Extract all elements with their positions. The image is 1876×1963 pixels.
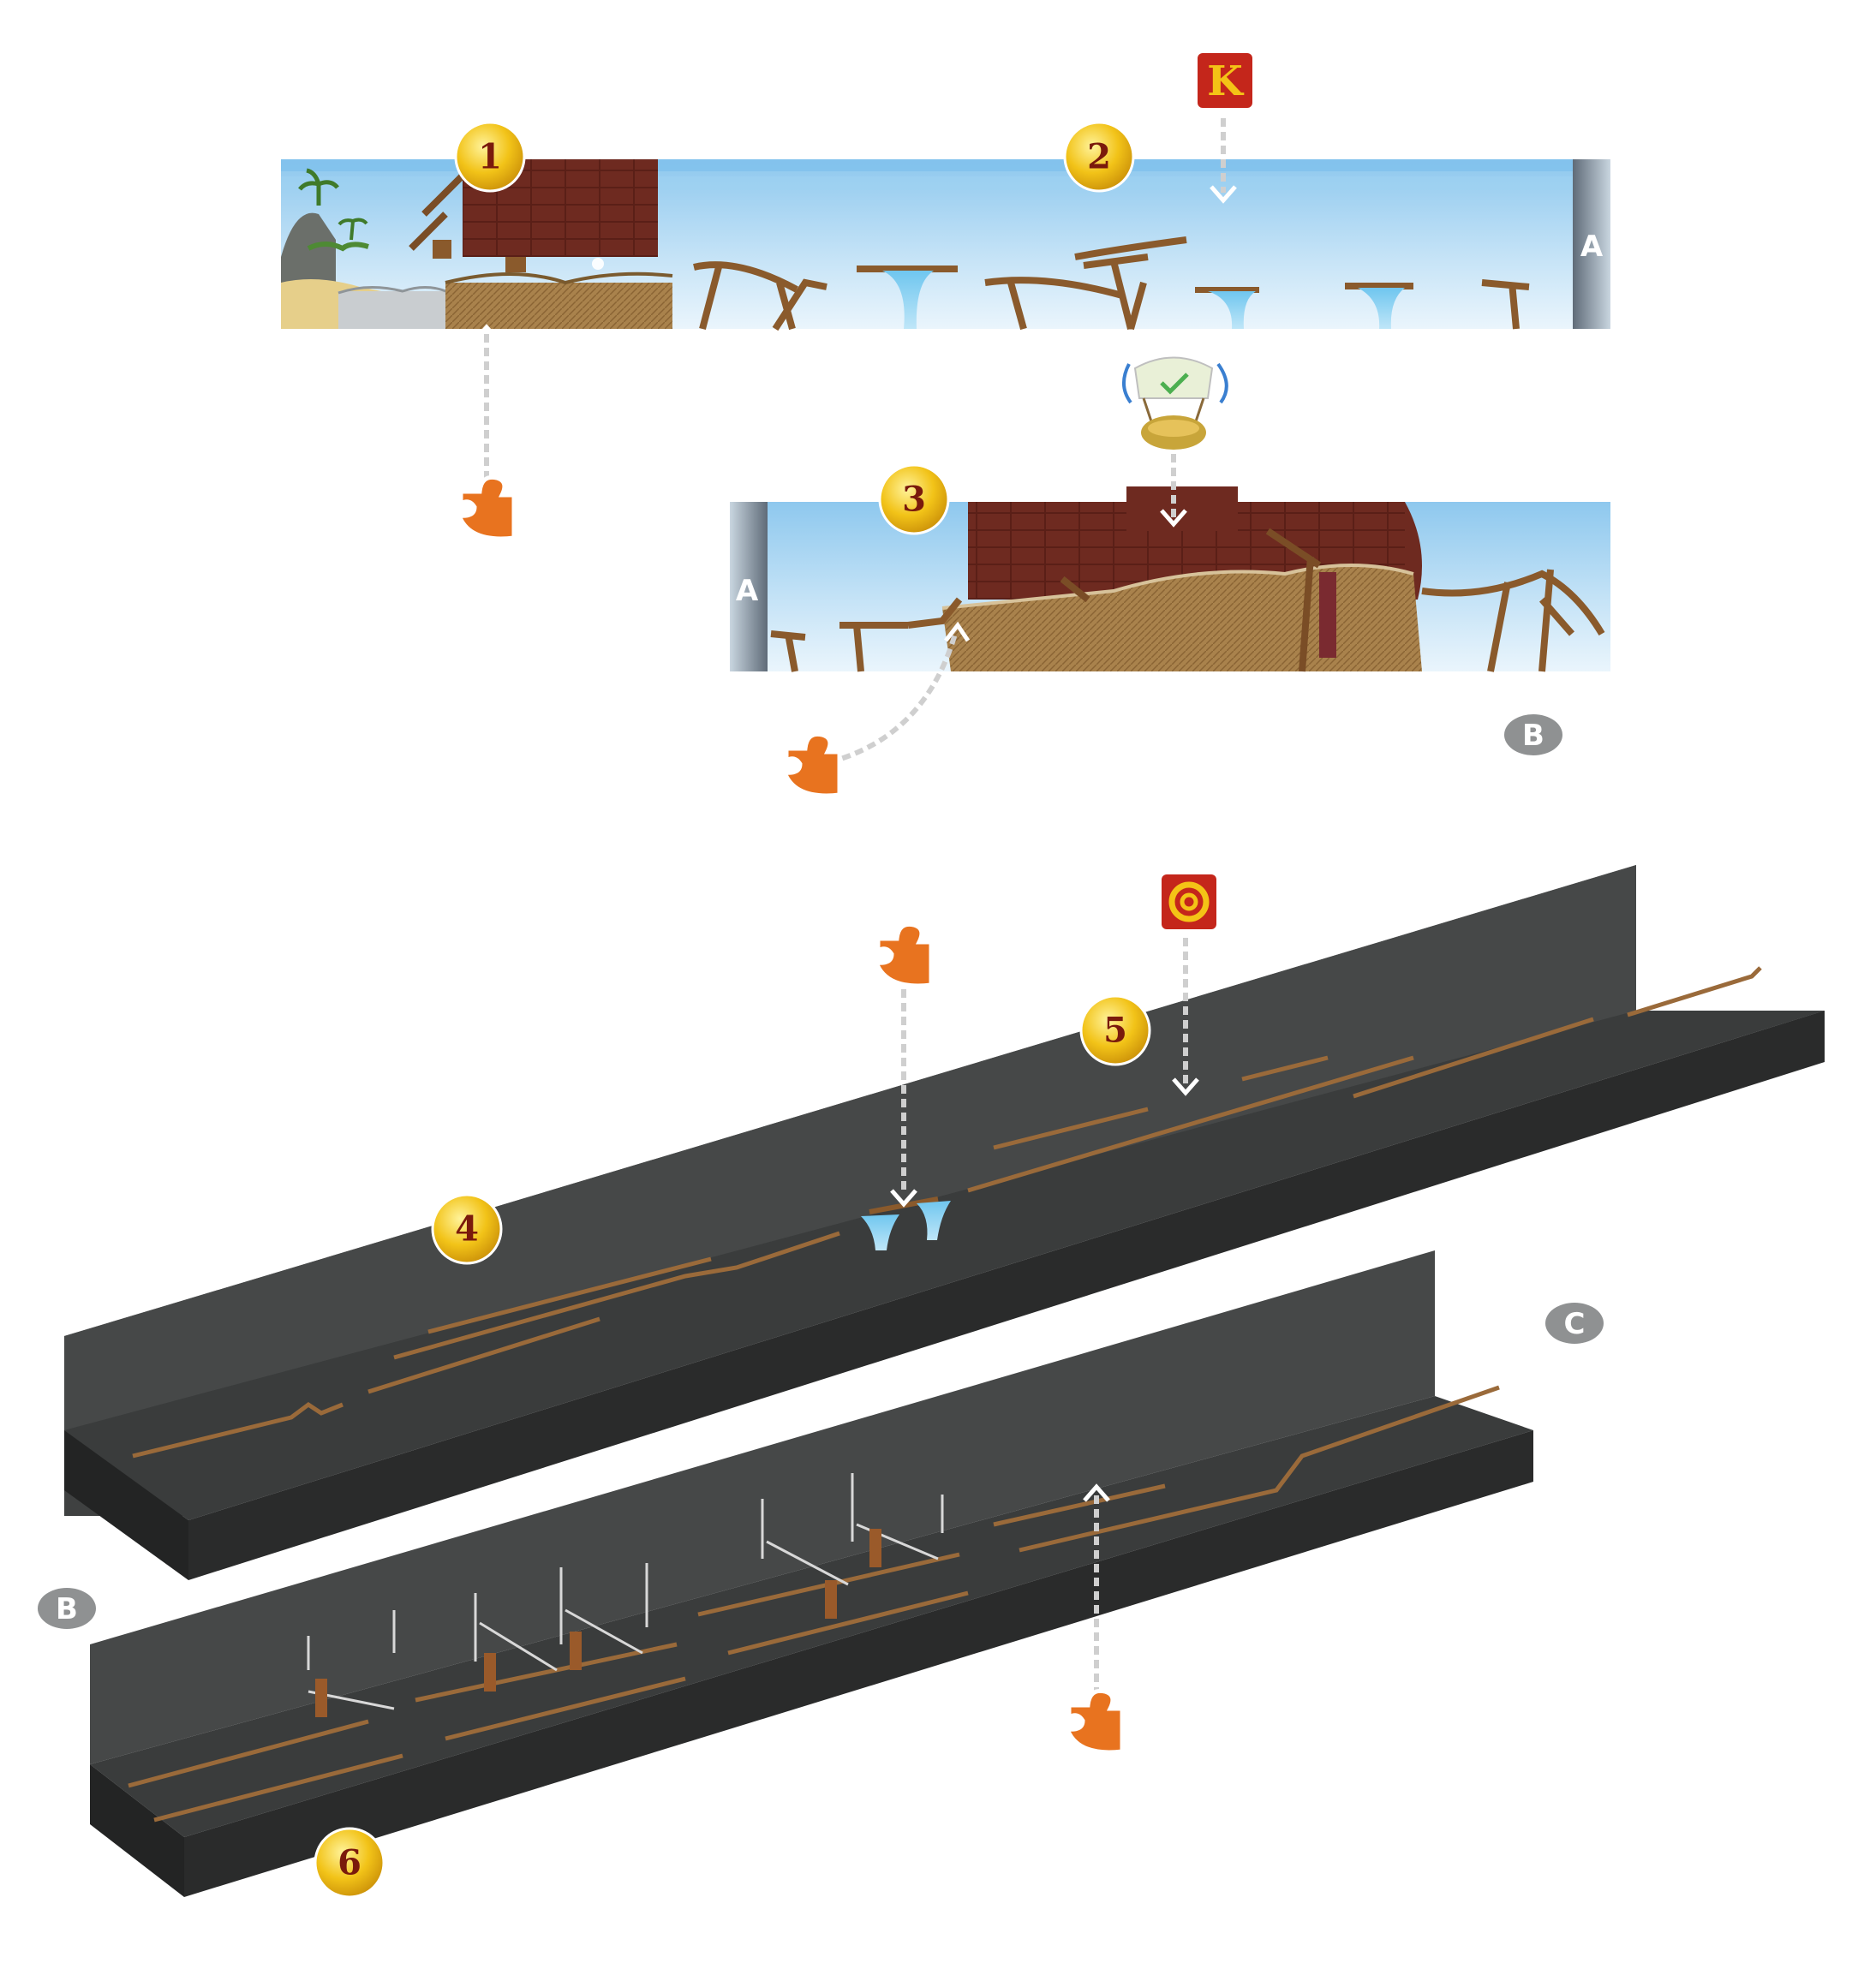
connector-arrows [484, 118, 1226, 1696]
puzzle-piece-markers [456, 474, 1125, 1755]
platform-upper [64, 865, 1825, 1580]
number-badge-6: 6 [314, 1827, 385, 1899]
section-marker-b-bottom: B [38, 1588, 96, 1629]
section-marker-b-top: B [1504, 714, 1562, 755]
hot-air-balloon-icon[interactable] [1122, 356, 1228, 450]
section-edge-a [1573, 159, 1610, 329]
k-letter-block[interactable]: K [1192, 48, 1258, 113]
section-label-a-right: A [1580, 230, 1604, 264]
crane-weights [315, 1529, 881, 1717]
upper-rails [132, 966, 1762, 1459]
number-badge-4: 4 [431, 1193, 503, 1265]
bridge-structures [693, 236, 1530, 331]
checkmark-icon [1160, 373, 1189, 395]
puzzle-piece-icon[interactable] [781, 731, 842, 798]
number-badge-3: 3 [878, 463, 950, 535]
number-badge-5: 5 [1079, 994, 1151, 1066]
bridge-structures [770, 569, 1605, 672]
puzzle-piece-icon[interactable] [456, 474, 517, 541]
top-level-strip: A [281, 159, 1610, 331]
ring-block[interactable] [1156, 869, 1222, 934]
section-label-b-bottom: B [56, 1592, 78, 1626]
island-scene [281, 168, 451, 329]
svg-text:5: 5 [1103, 1011, 1127, 1051]
section-marker-c: C [1545, 1303, 1604, 1344]
puzzle-piece-icon[interactable] [873, 922, 934, 988]
palm-tree-icon [298, 168, 339, 206]
crane-structures [307, 1473, 944, 1710]
number-badge-1: 1 [454, 121, 526, 193]
arrow-heads [473, 185, 1237, 1502]
puzzle-piece-icon[interactable] [1064, 1688, 1125, 1755]
pirate-ship [409, 159, 673, 329]
section-label-a-left: A [736, 574, 759, 608]
section-label-b-top: B [1522, 719, 1544, 753]
svg-text:2: 2 [1087, 137, 1111, 177]
svg-text:4: 4 [455, 1209, 479, 1250]
middle-level-strip: A [730, 486, 1610, 672]
k-letter-text: K [1207, 57, 1245, 105]
section-edge-a [730, 502, 768, 671]
section-label-c: C [1564, 1307, 1586, 1341]
svg-text:6: 6 [338, 1843, 361, 1883]
water-geysers [857, 266, 1413, 329]
ring-icon [1168, 881, 1210, 922]
number-badge-2: 2 [1063, 121, 1135, 193]
lower-rails [128, 1385, 1500, 1823]
big-ship [941, 486, 1422, 672]
svg-text:3: 3 [902, 480, 926, 520]
svg-text:1: 1 [478, 137, 502, 177]
